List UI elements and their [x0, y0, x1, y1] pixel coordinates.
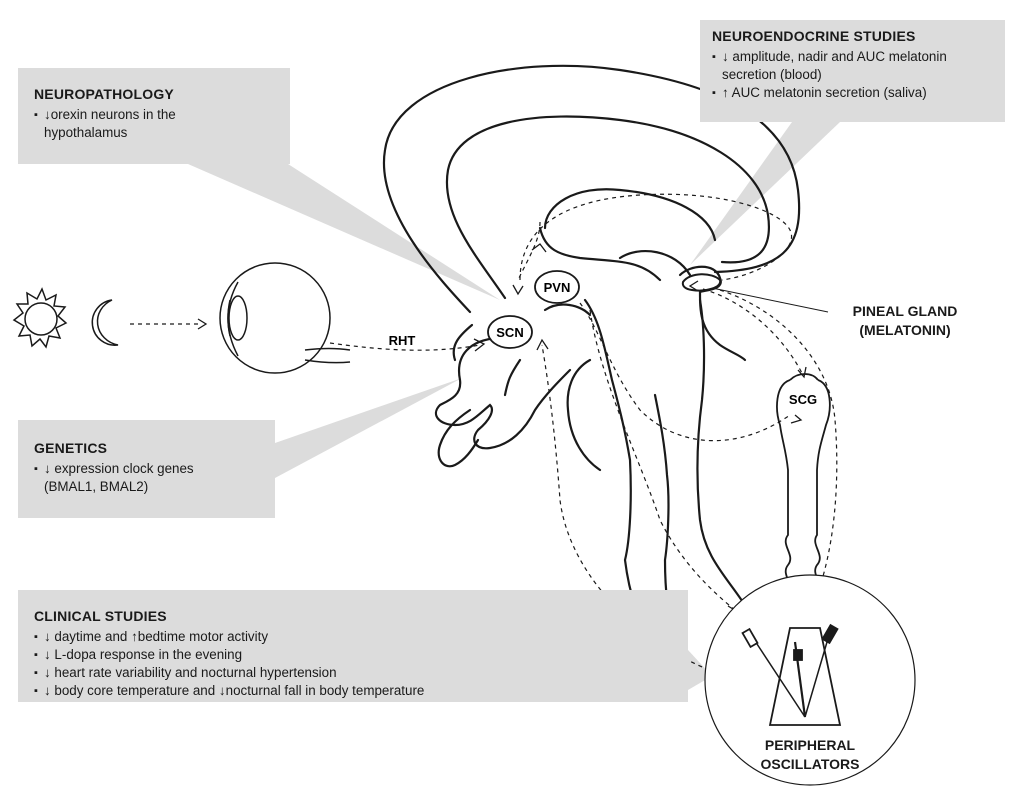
neuroendocrine-box: NEUROENDOCRINE STUDIES ↓ amplitude, nadi… — [700, 20, 1005, 122]
peripheral-line2: OSCILLATORS — [750, 755, 870, 774]
genetics-box: GENETICS ↓ expression clock genes (BMAL1… — [18, 420, 275, 518]
eye-icon — [220, 263, 350, 373]
neuropathology-list: ↓orexin neurons in the hypothalamus — [34, 106, 274, 142]
clinical-item: ↓ daytime and ↑bedtime motor activity — [34, 628, 672, 646]
genetics-list: ↓ expression clock genes (BMAL1, BMAL2) — [34, 460, 259, 496]
clinical-title: CLINICAL STUDIES — [34, 608, 672, 624]
clinical-list: ↓ daytime and ↑bedtime motor activity ↓ … — [34, 628, 672, 700]
rht-label: RHT — [389, 333, 416, 348]
pineal-line2: (MELATONIN) — [830, 321, 980, 340]
pineal-line1: PINEAL GLAND — [830, 302, 980, 321]
peripheral-line1: PERIPHERAL — [750, 736, 870, 755]
neuroendocrine-item: ↓ amplitude, nadir and AUC melatonin sec… — [712, 48, 947, 84]
clinical-box: CLINICAL STUDIES ↓ daytime and ↑bedtime … — [18, 590, 688, 702]
neuropathology-item: ↓orexin neurons in the hypothalamus — [34, 106, 214, 142]
scn-label: SCN — [496, 325, 523, 340]
genetics-title: GENETICS — [34, 440, 259, 456]
moon-icon — [92, 300, 118, 345]
peripheral-oscillators-label: PERIPHERAL OSCILLATORS — [750, 736, 870, 774]
neuroendocrine-list: ↓ amplitude, nadir and AUC melatonin sec… — [712, 48, 993, 102]
neuroendocrine-item: ↑ AUC melatonin secretion (saliva) — [712, 84, 993, 102]
scg-chain — [777, 374, 830, 595]
brain-sagittal-icon — [384, 66, 799, 650]
genetics-item: ↓ expression clock genes (BMAL1, BMAL2) — [34, 460, 199, 496]
neuroendocrine-pointer — [690, 122, 840, 265]
sun-icon — [14, 289, 66, 347]
pineal-gland-label: PINEAL GLAND (MELATONIN) — [830, 302, 980, 340]
clinical-item: ↓ heart rate variability and nocturnal h… — [34, 664, 672, 682]
neuropathology-title: NEUROPATHOLOGY — [34, 86, 274, 102]
neuropathology-box: NEUROPATHOLOGY ↓orexin neurons in the hy… — [18, 68, 290, 164]
pvn-label: PVN — [544, 280, 571, 295]
neuroendocrine-title: NEUROENDOCRINE STUDIES — [712, 28, 993, 44]
scg-label: SCG — [789, 392, 817, 407]
pineal-leader — [712, 288, 828, 312]
clinical-item: ↓ body core temperature and ↓nocturnal f… — [34, 682, 672, 700]
clinical-item: ↓ L-dopa response in the evening — [34, 646, 672, 664]
genetics-pointer — [275, 378, 462, 478]
